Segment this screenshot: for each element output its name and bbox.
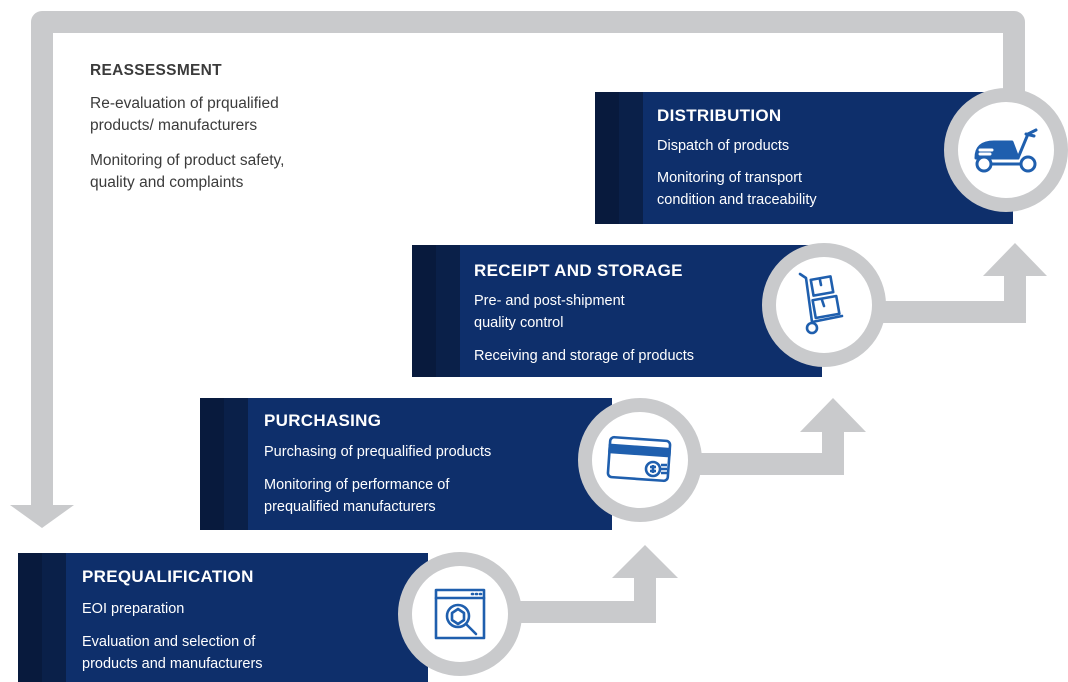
card-accent-strip	[18, 553, 66, 682]
step-arrowhead-2	[800, 398, 866, 432]
purchasing-line-3: prequalified manufacturers	[264, 499, 436, 515]
receipt-storage-line-3: Receiving and storage of products	[474, 348, 695, 364]
purchasing-line-1: Purchasing of prequalified products	[264, 444, 492, 460]
distribution-line-1: Dispatch of products	[657, 138, 790, 154]
distribution-card: DISTRIBUTION Dispatch of products Monito…	[595, 92, 1013, 224]
step-arrowhead-3	[983, 243, 1047, 276]
prequalification-line-1: EOI preparation	[82, 601, 185, 617]
reassessment-line-4: quality and complaints	[90, 174, 244, 191]
card-accent-strip	[595, 92, 643, 224]
card-accent-strip	[412, 245, 460, 377]
card-accent-strip	[200, 398, 248, 530]
distribution-icon-circle	[944, 88, 1068, 212]
reassessment-loop-arrow	[31, 11, 1025, 505]
prequalification-icon-circle	[398, 552, 522, 676]
step-arrowhead-1	[612, 545, 678, 578]
scooter-icon	[974, 128, 1038, 173]
purchasing-title: PURCHASING	[264, 411, 382, 430]
step-arrow-2	[690, 432, 844, 475]
receipt-storage-line-1: Pre- and post-shipment	[474, 293, 625, 309]
credit-card-icon	[606, 435, 672, 483]
purchasing-line-2: Monitoring of performance of	[264, 477, 450, 493]
distribution-line-2: Monitoring of transport	[657, 170, 803, 186]
prequalification-title: PREQUALIFICATION	[82, 567, 254, 586]
purchasing-card: PURCHASING Purchasing of prequalified pr…	[200, 398, 612, 530]
receipt-icon-circle	[762, 243, 886, 367]
reassessment-line-1: Re-evaluation of prqualified	[90, 95, 279, 112]
distribution-title: DISTRIBUTION	[657, 106, 782, 125]
prequalification-line-2: Evaluation and selection of	[82, 634, 256, 650]
purchasing-icon-circle	[578, 398, 702, 522]
hand-truck-boxes-icon	[798, 272, 844, 335]
receipt-storage-title: RECEIPT AND STORAGE	[474, 261, 683, 280]
reassessment-line-2: products/ manufacturers	[90, 117, 258, 134]
prequalification-card: PREQUALIFICATION EOI preparation Evaluat…	[18, 553, 428, 682]
browser-search-box-icon	[434, 588, 486, 640]
distribution-line-3: condition and traceability	[657, 192, 817, 208]
reassessment-loop-arrowhead	[10, 505, 74, 528]
reassessment-title: REASSESSMENT	[90, 62, 222, 79]
step-arrow-1	[500, 578, 656, 623]
prequalification-line-3: products and manufacturers	[82, 656, 263, 672]
reassessment-line-3: Monitoring of product safety,	[90, 152, 285, 169]
receipt-storage-card: RECEIPT AND STORAGE Pre- and post-shipme…	[412, 245, 822, 377]
step-arrow-3	[870, 276, 1026, 323]
receipt-storage-line-2: quality control	[474, 315, 564, 331]
